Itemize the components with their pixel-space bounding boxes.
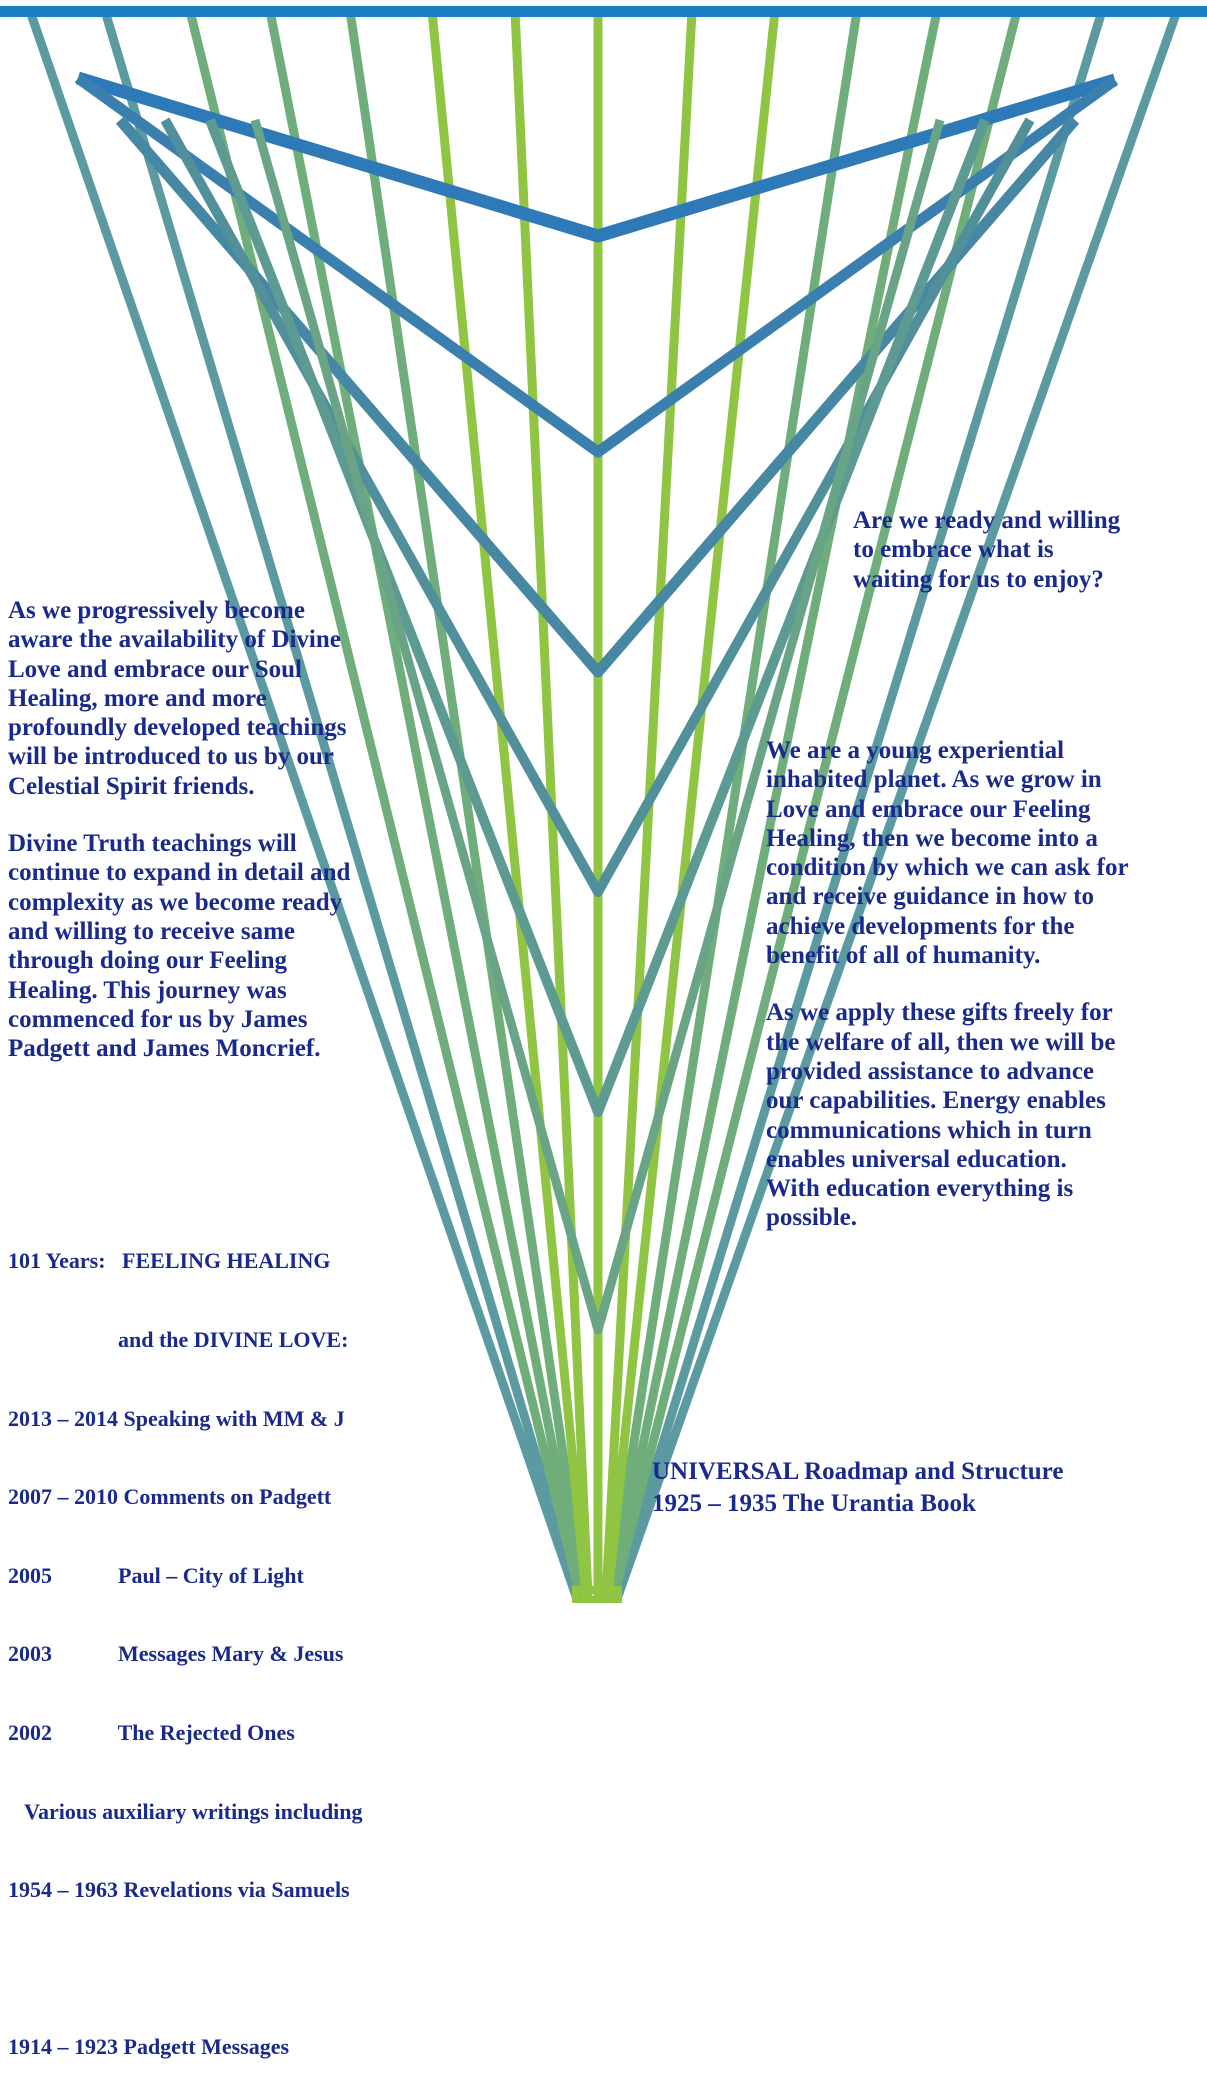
v-lines [74, 71, 1119, 1335]
left-text-block: As we progressively become aware the ava… [8, 596, 463, 1063]
fan-line-left [427, 6, 591, 1601]
timeline-header-line1: 101 Years: FEELING HEALING [8, 1248, 331, 1274]
timeline-item: 1954 – 1963 Revelations via Samuels [8, 1877, 350, 1903]
left-paragraph-2: Divine Truth teachings will continue to … [8, 830, 351, 1063]
urantia-text: UNIVERSAL Roadmap and Structure 1925 – 1… [652, 1456, 1207, 1520]
right-paragraph-1: We are a young experiential inhabited pl… [766, 737, 1129, 970]
left-paragraph-1: As we progressively become aware the ava… [8, 597, 347, 800]
fan-line-left [345, 6, 589, 1601]
urantia-line2: 1925 – 1935 The Urantia Book [652, 1490, 976, 1517]
timeline-item: 2005 Paul – City of Light [8, 1562, 304, 1588]
question-paragraph: Are we ready and willing to embrace what… [853, 507, 1121, 593]
timeline-item: 2003 Messages Mary & Jesus [8, 1641, 344, 1667]
v-line [205, 118, 990, 1117]
fan-line-left [25, 6, 581, 1601]
fan-line-right [605, 6, 862, 1601]
timeline-item: 2002 The Rejected Ones [8, 1720, 295, 1746]
funnel-base [572, 1586, 622, 1603]
timeline-spacer [8, 1956, 363, 1982]
right-paragraph-2: As we apply these gifts freely for the w… [766, 999, 1116, 1232]
timeline-item: 2007 – 2010 Comments on Padgett [8, 1484, 332, 1510]
funnel-diagram [0, 6, 1207, 1603]
timeline-padgett: 1914 – 1923 Padgett Messages [8, 2034, 290, 2060]
top-bar [0, 6, 1207, 17]
v-line [76, 71, 1117, 243]
timeline-item: 2013 – 2014 Speaking with MM & J [8, 1405, 345, 1431]
v-line [74, 73, 1119, 458]
fan-line-left [100, 6, 583, 1601]
fan-line-right [607, 6, 942, 1601]
fan-line-left [265, 6, 587, 1601]
urantia-line1: UNIVERSAL Roadmap and Structure [652, 1458, 1064, 1485]
fan-line-right [611, 6, 1107, 1601]
timeline-list: 101 Years: FEELING HEALING and the DIVIN… [8, 1196, 363, 2087]
fan-line-right [613, 6, 1182, 1601]
question-text: Are we ready and willing to embrace what… [853, 506, 1207, 594]
v-line [250, 118, 945, 1335]
timeline-header-line2: and the DIVINE LOVE: [8, 1327, 349, 1353]
fan-line-right [603, 6, 780, 1601]
timeline-item: Various auxiliary writings including [8, 1798, 363, 1824]
fan-line-right [609, 6, 1022, 1601]
right-text-block: We are a young experiential inhabited pl… [766, 736, 1207, 1233]
